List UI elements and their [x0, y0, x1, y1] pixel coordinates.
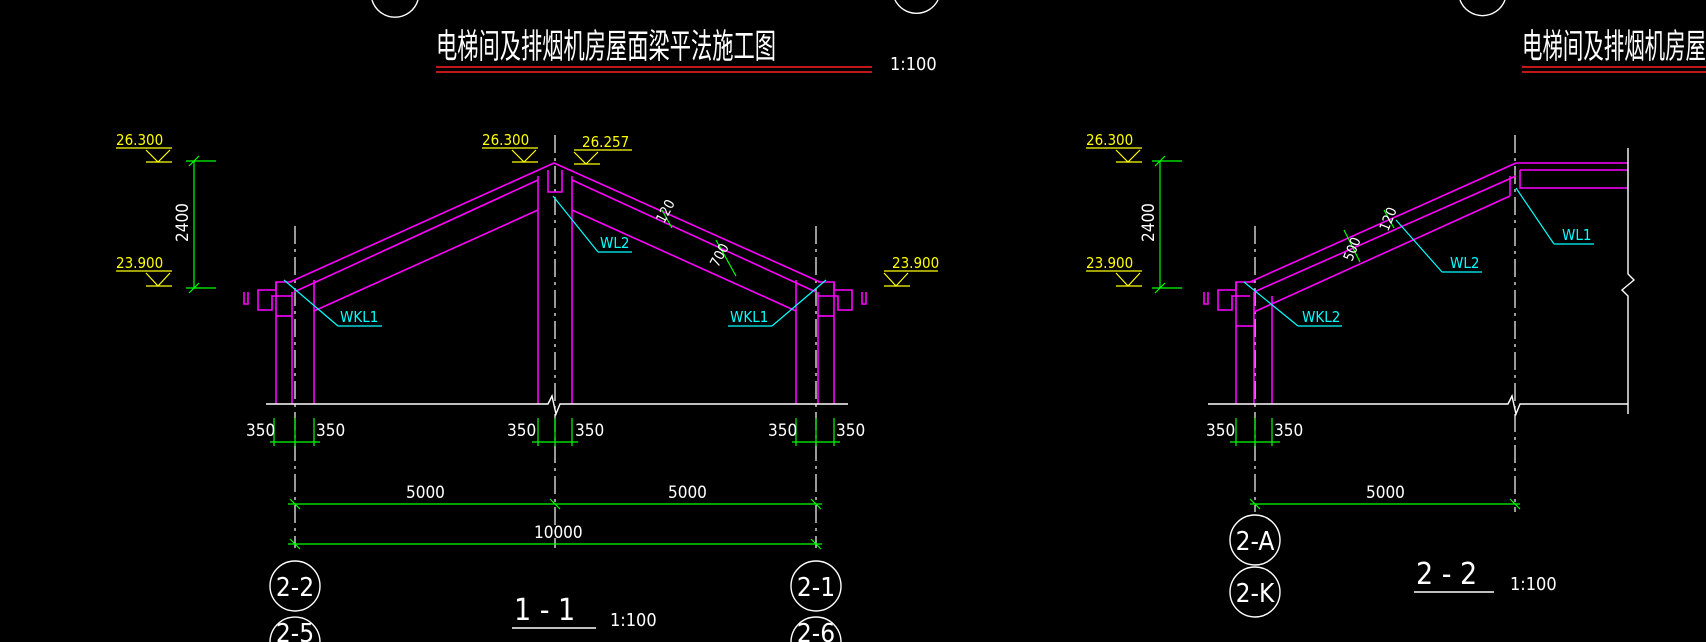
svg-text:2-6: 2-6	[797, 619, 835, 642]
dimension-350-row-section-2: 350 350	[1206, 418, 1303, 446]
drawing-title-right-text: 电梯间及排烟机房屋	[1522, 27, 1706, 67]
ground-line-section-1	[266, 393, 848, 417]
svg-text:WKL1: WKL1	[730, 308, 768, 326]
svg-text:2-2: 2-2	[276, 573, 314, 603]
svg-text:350: 350	[246, 421, 275, 441]
axis-bubble-2-A: 2-A	[1229, 514, 1281, 566]
drawing-scale: 1:100	[890, 54, 937, 75]
svg-text:350: 350	[836, 421, 865, 441]
drawing-title-left: 电梯间及排烟机房屋面梁平法施工图 1:100	[436, 27, 937, 75]
svg-text:1 - 1: 1 - 1	[514, 593, 575, 628]
svg-text:5000: 5000	[668, 483, 707, 503]
svg-text:1:100: 1:100	[610, 610, 657, 631]
svg-text:1:100: 1:100	[1510, 574, 1557, 595]
svg-text:26.257: 26.257	[582, 133, 629, 151]
axis-bubble-2-1: 2-1	[790, 560, 842, 612]
roof-structure-section-1	[243, 162, 867, 404]
svg-text:5000: 5000	[406, 483, 445, 503]
elevation-marker-26300-left: 26.300	[116, 131, 172, 163]
svg-text:350: 350	[507, 421, 536, 441]
svg-text:23.900: 23.900	[116, 254, 163, 272]
svg-text:WL1: WL1	[1562, 226, 1591, 244]
elevation-marker-26300-ridge: 26.300	[482, 131, 538, 163]
svg-text:350: 350	[1206, 421, 1235, 441]
drawing-title-text: 电梯间及排烟机房屋面梁平法施工图	[436, 27, 776, 67]
wall-break-line-section-2	[1620, 148, 1636, 414]
dimension-5000-row-section-1: 5000 5000	[288, 483, 822, 510]
elevation-marker-26300-section-2: 26.300	[1086, 131, 1142, 163]
elevation-marker-26257: 26.257	[573, 133, 632, 165]
svg-text:2400: 2400	[1139, 203, 1159, 242]
svg-text:350: 350	[575, 421, 604, 441]
section-1-1: 26.300 23.900 26.300 26.257 23.900	[116, 131, 939, 642]
beam-label-WL2: WL2	[552, 195, 632, 253]
svg-text:10000: 10000	[534, 523, 583, 543]
dimension-10000-section-1: 10000	[288, 523, 822, 550]
svg-text:2-1: 2-1	[797, 573, 835, 603]
axis-centerlines-section-1	[294, 135, 817, 548]
svg-text:350: 350	[1274, 421, 1303, 441]
svg-text:2400: 2400	[173, 203, 193, 242]
section-2-2: 26.300 23.900 2400	[1086, 131, 1636, 618]
top-partial-axis-bubbles	[371, 0, 1506, 18]
svg-text:26.300: 26.300	[116, 131, 163, 149]
roof-structure-section-2	[1203, 162, 1628, 404]
beam-label-WL1: WL1	[1515, 187, 1594, 245]
svg-text:2-5: 2-5	[276, 619, 314, 642]
svg-text:350: 350	[316, 421, 345, 441]
svg-text:5000: 5000	[1366, 483, 1405, 503]
svg-text:23.900: 23.900	[892, 254, 939, 272]
svg-text:2 - 2: 2 - 2	[1416, 557, 1477, 592]
svg-text:WL2: WL2	[1450, 254, 1479, 272]
dimension-2400-section-2: 2400	[1139, 155, 1182, 294]
axis-bubble-2-K: 2-K	[1229, 566, 1281, 618]
elevation-marker-23900-left: 23.900	[116, 254, 172, 287]
beam-dimension-120-500: 120 500	[1341, 205, 1401, 263]
svg-text:2-A: 2-A	[1236, 527, 1275, 557]
beam-label-WKL2: WKL2	[1243, 281, 1342, 327]
dimension-2400-section-1: 2400	[173, 155, 216, 294]
section-title-1-1: 1 - 1 1:100	[512, 593, 657, 631]
elevation-marker-23900-section-2: 23.900	[1086, 254, 1142, 287]
svg-text:26.300: 26.300	[482, 131, 529, 149]
ground-line-section-2	[1208, 393, 1628, 417]
axis-centerlines-section-2	[1254, 135, 1516, 512]
dimension-5000-section-2: 5000	[1249, 483, 1521, 510]
dimension-350-row-section-1: 350 350 350 350 350 350	[246, 418, 865, 446]
axis-bubble-2-6: 2-6	[790, 616, 842, 642]
svg-text:2-K: 2-K	[1236, 579, 1275, 609]
beam-label-WL2-section-2: WL2	[1395, 219, 1482, 273]
svg-text:120: 120	[653, 197, 678, 226]
svg-text:WKL1: WKL1	[340, 308, 378, 326]
svg-text:WL2: WL2	[600, 234, 629, 252]
svg-text:26.300: 26.300	[1086, 131, 1133, 149]
svg-text:WKL2: WKL2	[1302, 308, 1340, 326]
section-title-2-2: 2 - 2 1:100	[1414, 557, 1557, 595]
svg-text:700: 700	[707, 241, 732, 270]
axis-bubble-2-2: 2-2	[269, 560, 321, 612]
axis-bubble-2-5: 2-5	[269, 616, 321, 642]
drawing-title-right: 电梯间及排烟机房屋	[1522, 27, 1706, 73]
beam-label-WKL1-left: WKL1	[283, 279, 382, 327]
beam-label-WKL1-right: WKL1	[728, 279, 827, 327]
svg-text:23.900: 23.900	[1086, 254, 1133, 272]
svg-text:350: 350	[768, 421, 797, 441]
elevation-marker-23900-right: 23.900	[883, 254, 939, 287]
